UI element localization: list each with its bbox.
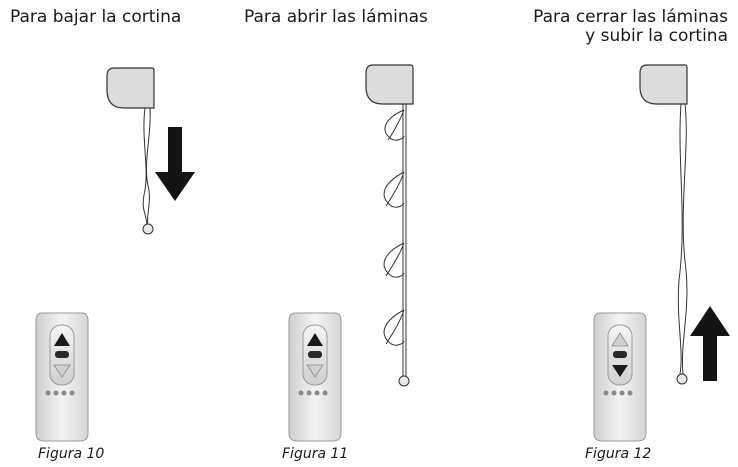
motor-head-icon (365, 64, 414, 105)
remote-stop-button (308, 351, 322, 358)
figure-12-caption: Figura 12 (585, 446, 652, 462)
remote-stop-button (613, 351, 627, 358)
figure-12-title: Para cerrar las láminas y subir la corti… (533, 7, 728, 46)
figure-11-caption: Figura 11 (282, 446, 349, 462)
remote-down-button (612, 365, 628, 377)
figure-10 (35, 67, 195, 442)
remote-up-button (54, 333, 70, 346)
motor-head-icon (106, 67, 155, 109)
down-arrow-icon (155, 127, 195, 201)
twisted-cord-icon (383, 104, 410, 387)
remote-control-icon (288, 312, 342, 442)
remote-up-button (611, 332, 629, 347)
figure-11-title: Para abrir las láminas (244, 7, 428, 27)
up-arrow-icon (690, 306, 730, 381)
cord-icon (142, 107, 154, 235)
remote-down-button (306, 364, 324, 378)
motor-head-icon (639, 64, 688, 105)
figure-10-title: Para bajar la cortina (10, 7, 182, 27)
cord-icon (676, 103, 688, 385)
figure-10-caption: Figura 10 (38, 446, 105, 462)
figure-11 (288, 64, 414, 442)
remote-up-button (307, 333, 323, 346)
remote-control-icon (593, 312, 647, 442)
remote-down-button (53, 364, 71, 378)
remote-stop-button (55, 351, 69, 358)
remote-control-icon (35, 312, 89, 442)
figure-12 (593, 64, 730, 442)
